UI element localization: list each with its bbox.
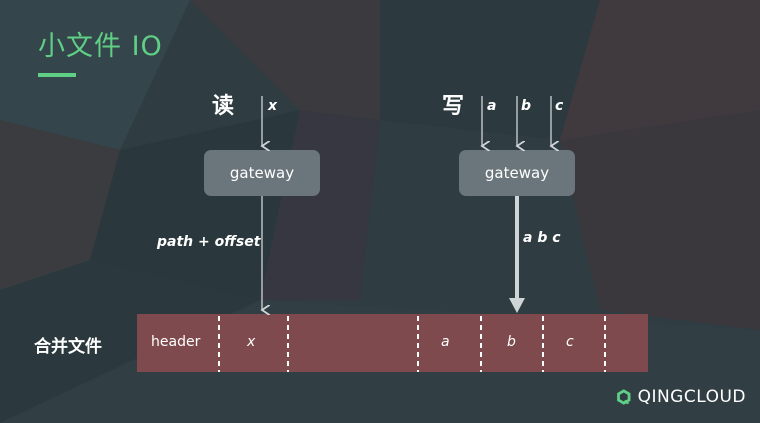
write-var-c: c	[555, 98, 564, 114]
write-label: 写	[442, 94, 465, 119]
read-label: 读	[212, 94, 235, 119]
write-var-a: a	[487, 98, 497, 114]
write-edge-label: a b c	[523, 230, 561, 246]
read-gateway: gateway	[204, 150, 320, 196]
qingcloud-logo: QINGCLOUD	[616, 380, 746, 414]
write-var-b: b	[521, 98, 532, 114]
cell-header: header	[151, 334, 201, 350]
logo-text: QINGCLOUD	[637, 387, 746, 407]
merged-file-bar	[137, 314, 648, 372]
cell-x: x	[247, 334, 256, 350]
read-edge-label: path + offset	[157, 234, 261, 250]
cell-b: b	[507, 334, 516, 350]
cell-c: c	[566, 334, 574, 350]
qingcloud-logo-icon	[617, 389, 631, 405]
read-var-x: x	[268, 98, 278, 114]
title-underline	[38, 73, 76, 77]
page-title: 小文件 IO	[38, 31, 163, 62]
write-gateway: gateway	[459, 150, 575, 196]
merged-file-label: 合并文件	[34, 337, 102, 357]
cell-a: a	[441, 334, 450, 350]
